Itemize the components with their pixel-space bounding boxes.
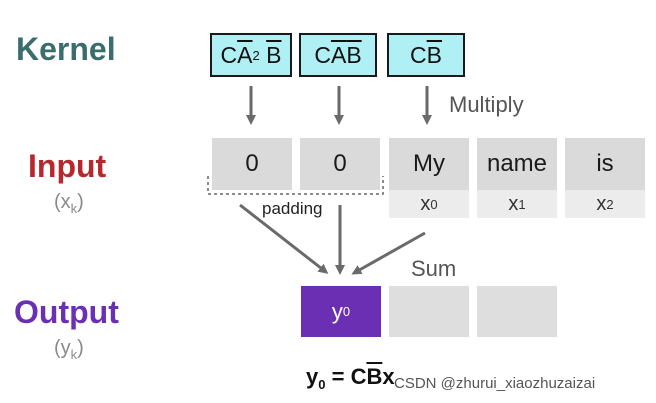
watermark: CSDN @zhurui_xiaozhuzaizai [394, 375, 596, 392]
sum-arrow-1 [239, 203, 329, 274]
input-cell-token-1: My [389, 138, 469, 190]
input-cell-token-3: is [565, 138, 645, 190]
dashed-padding-bracket [207, 176, 384, 195]
input-row-sublabel: (xk) [54, 191, 84, 216]
input-row-label: Input [28, 148, 107, 184]
sum-label: Sum [411, 256, 457, 281]
multiply-label: Multiply [449, 92, 524, 117]
input-cell-pad-1: 0 [212, 138, 292, 190]
output-row-label: Output [14, 294, 119, 330]
kernel-row-label: Kernel [16, 31, 116, 67]
padding-label: padding [262, 199, 323, 218]
output-cell-empty-1 [389, 286, 469, 337]
sum-arrow-3 [351, 231, 426, 275]
input-cell-token-2: name [477, 138, 557, 190]
input-cell-pad-2: 0 [300, 138, 380, 190]
output-formula: y0 = CBx [306, 364, 395, 392]
output-cell-empty-2 [477, 286, 557, 337]
output-row-sublabel: (yk) [54, 337, 84, 362]
